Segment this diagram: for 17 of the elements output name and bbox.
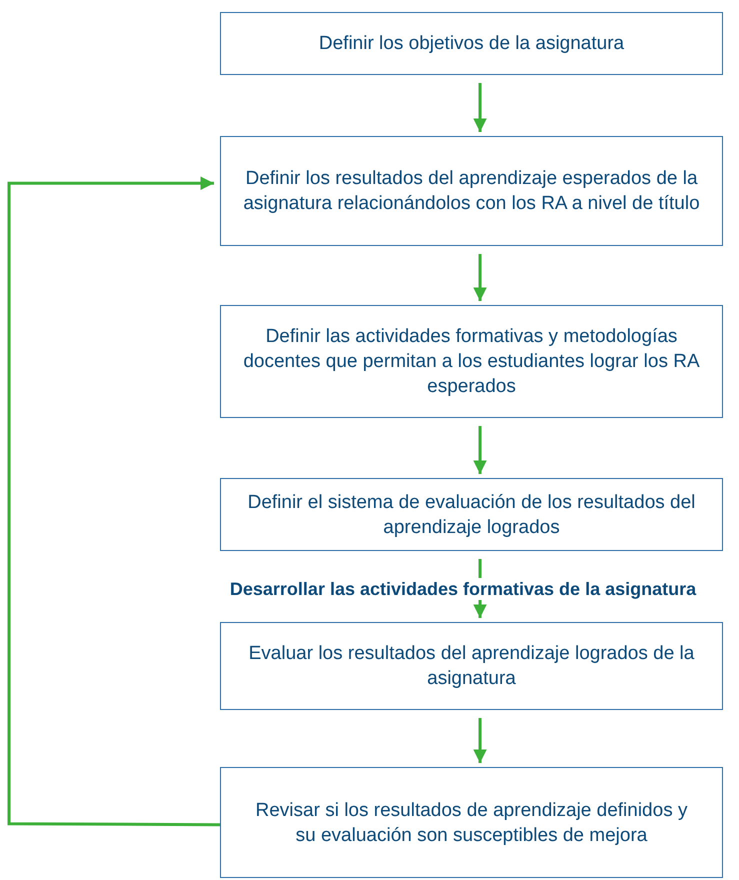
process-box	[220, 305, 723, 418]
step-text: Definir el sistema de evaluación de los resultados del aprendizaje logrados	[246, 490, 696, 540]
arrow	[473, 83, 487, 132]
process-box	[220, 767, 723, 878]
step-text: Definir los objetivos de la asignatura	[318, 32, 624, 56]
arrow	[8, 176, 220, 826]
process-box	[220, 136, 723, 246]
step-text: Definir las actividades formativas y metodologías docentes que permitan a los estudiantes lograr los RA esperados	[243, 325, 700, 399]
process-box	[220, 12, 723, 75]
process-box	[220, 622, 723, 710]
process-box	[220, 478, 723, 551]
step-text: Revisar si los resultados de aprendizaje definidos y su evaluación son susceptibles de mejora	[254, 798, 688, 848]
step-text: Definir los resultados del aprendizaje esperados de la asignatura relacionándolos con los RA a nivel de título	[243, 167, 700, 216]
arrow	[473, 254, 487, 301]
arrow	[473, 426, 487, 474]
step-text: Evaluar los resultados del aprendizaje logrados de la asignatura	[248, 642, 696, 691]
arrow	[473, 718, 487, 763]
